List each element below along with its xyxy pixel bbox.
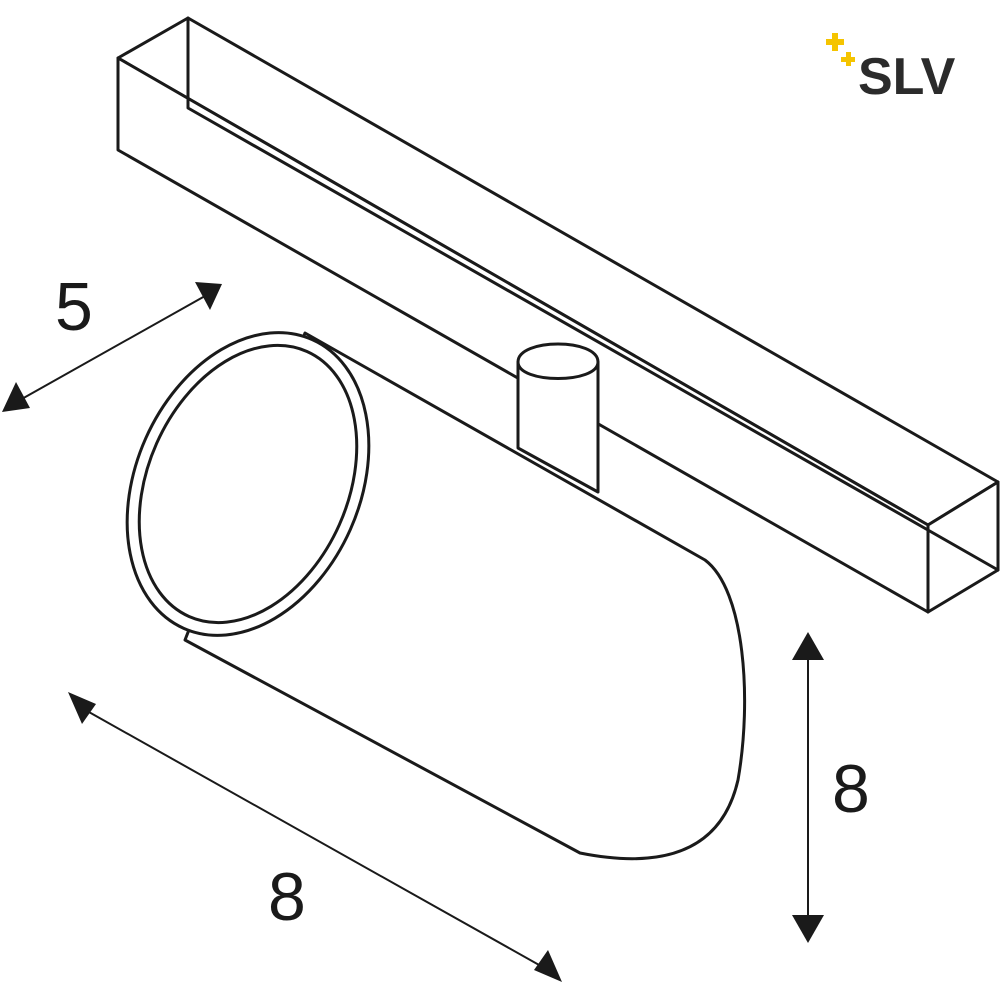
arrowhead-length-end xyxy=(534,950,562,982)
arrowhead-depth-start xyxy=(2,382,30,412)
cylinder-opening xyxy=(125,331,371,637)
arrowhead-depth-end xyxy=(195,282,222,310)
length-label: 8 xyxy=(268,859,306,935)
spotlight-cylinder xyxy=(125,331,747,861)
slv-logo: SLV xyxy=(826,33,956,106)
depth-label: 5 xyxy=(55,269,93,345)
rail-top-edge xyxy=(186,16,1000,572)
connector-stem xyxy=(516,342,600,494)
dimension-height: 8 xyxy=(792,632,870,943)
arrowhead-height-bottom xyxy=(792,915,824,943)
track-rail xyxy=(116,16,1000,614)
logo-accent-plus-icon xyxy=(826,33,855,66)
dimension-depth: 5 xyxy=(2,269,222,412)
dimension-length: 8 xyxy=(68,692,562,982)
arrowhead-height-top xyxy=(792,632,824,660)
cylinder-opening-rim xyxy=(137,343,359,625)
logo-text: SLV xyxy=(858,48,956,106)
arrowhead-length-start xyxy=(68,692,96,724)
height-label: 8 xyxy=(832,751,870,827)
